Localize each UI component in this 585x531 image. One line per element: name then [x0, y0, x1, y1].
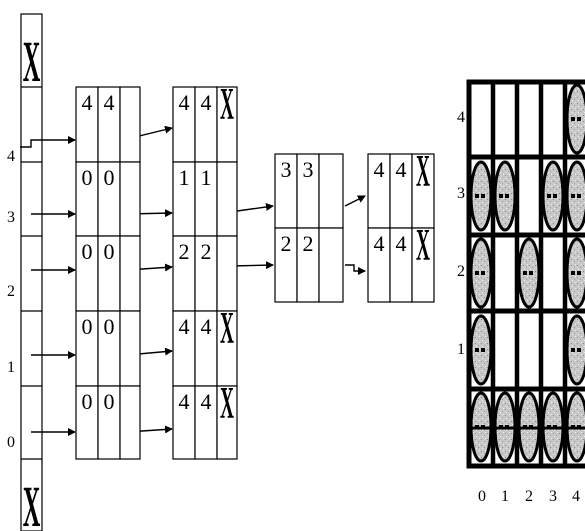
- grid-row-label-1: 1: [457, 341, 465, 358]
- bucket-value: 2: [201, 239, 212, 264]
- bucket-value: 0: [82, 389, 93, 414]
- bucket-value: 4: [201, 90, 212, 115]
- bucket-value: 0: [82, 239, 93, 264]
- bucket-value: 1: [179, 165, 190, 190]
- grid-oval-marker: [567, 162, 585, 230]
- grid-row-label-4: 4: [457, 109, 465, 126]
- bucket-cell: [120, 311, 140, 386]
- bucket-cell: [120, 87, 140, 162]
- occupancy-grid: 4 3 2 1 0 1 2 3 4: [457, 82, 585, 505]
- grid-col-label-0: 0: [478, 488, 486, 505]
- row-label-4: 4: [7, 148, 15, 165]
- bucket-value: 0: [104, 389, 115, 414]
- grid-oval-marker: [567, 85, 585, 153]
- bucket-value: 4: [179, 314, 190, 339]
- overflow-marker: X: [220, 79, 234, 130]
- row-label-2: 2: [7, 283, 15, 300]
- bucket-cell: [217, 162, 237, 236]
- row-label-0: 0: [7, 434, 15, 451]
- bucket-value: 4: [374, 157, 385, 182]
- overflow-marker: X: [220, 303, 234, 354]
- bucket-cell: [319, 154, 343, 228]
- overflow-marker: X: [220, 378, 234, 429]
- bucket-value: 4: [179, 90, 190, 115]
- bucket-value: 4: [82, 90, 93, 115]
- overflow-marker: X: [416, 146, 430, 197]
- bucket-value: 3: [281, 157, 292, 182]
- bucket-cell: [120, 386, 140, 459]
- bucket-value: 4: [179, 389, 190, 414]
- bucket-value: 4: [201, 314, 212, 339]
- bucket-cell: [120, 162, 140, 236]
- grid-col-label-3: 3: [549, 488, 557, 505]
- bucket-value: 1: [201, 165, 212, 190]
- top-end-marker: X: [23, 29, 41, 94]
- bucket-value: 2: [179, 239, 190, 264]
- grid-oval-marker: [567, 239, 585, 307]
- row-label-3: 3: [7, 209, 15, 226]
- arrow-stage3-row1-to-stage4: [345, 265, 365, 271]
- bucket-cell: [319, 228, 343, 302]
- bottom-end-marker: X: [23, 474, 41, 531]
- bucket-value: 4: [104, 90, 115, 115]
- left-column: X X 4 3 2 1 0: [7, 14, 42, 531]
- bucket-value: 4: [396, 157, 407, 182]
- bucket-value: 4: [396, 231, 407, 256]
- bucket-value: 0: [82, 165, 93, 190]
- bucket-cell: [120, 236, 140, 311]
- arrow-stage3-row0-to-stage4: [345, 196, 365, 206]
- bucket-value: 3: [303, 157, 314, 182]
- bucket-value: 4: [201, 389, 212, 414]
- grid-row-label-3: 3: [457, 185, 465, 202]
- arrow-row4-to-stage1: [20, 140, 75, 147]
- bucket-cell: [217, 236, 237, 311]
- bucket-value: 0: [104, 314, 115, 339]
- grid-col-label-4: 4: [572, 488, 580, 505]
- bucket-value: 2: [281, 231, 292, 256]
- bucket-value: 4: [374, 231, 385, 256]
- bucket-value: 0: [82, 314, 93, 339]
- overflow-marker: X: [416, 220, 430, 271]
- grid-oval-marker: [567, 316, 585, 384]
- row-label-1: 1: [7, 359, 15, 376]
- grid-col-label-1: 1: [501, 488, 509, 505]
- bucket-value: 0: [104, 239, 115, 264]
- bucket-value: 2: [303, 231, 314, 256]
- grid-col-label-2: 2: [525, 488, 533, 505]
- grid-row-label-2: 2: [457, 263, 465, 280]
- bucket-value: 0: [104, 165, 115, 190]
